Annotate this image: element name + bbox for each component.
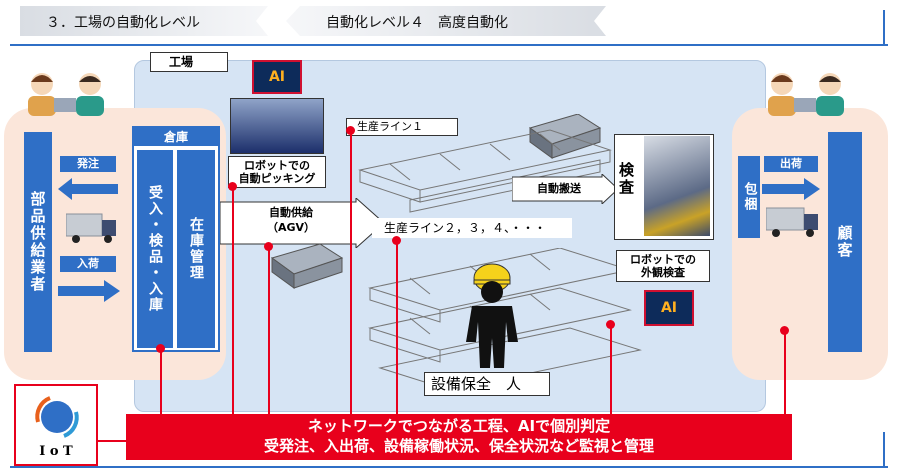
net-node-line1 <box>346 126 355 135</box>
packing-bar: 包梱 <box>738 156 760 238</box>
line2-label: 生産ライン２，３，４、・・・ <box>372 218 572 238</box>
net-node-inspection <box>606 320 615 329</box>
shipping-arrow-icon <box>762 178 820 200</box>
supplier-name: 部品供給業者 <box>28 191 47 293</box>
net-line-picking <box>232 186 234 416</box>
ai-badge-text: AI <box>660 300 678 316</box>
order-label: 発注 <box>60 156 116 172</box>
warehouse-title: 倉庫 <box>134 128 218 146</box>
warehouse-col2: 在庫管理 <box>177 150 215 348</box>
section-title: ３．工場の自動化レベル <box>46 15 200 31</box>
agv-label: 自動供給 （AGV） <box>226 205 356 235</box>
inspection-robot-image <box>644 136 710 236</box>
transfer-arrow-icon <box>512 174 618 204</box>
customer-truck-icon <box>766 207 818 237</box>
production-line-sketch <box>358 129 612 213</box>
header-rule-arrow-icon <box>883 10 885 46</box>
footer-rule-arrow-icon <box>883 432 885 468</box>
ai-badge-text: AI <box>268 69 286 85</box>
customer-worker-icons <box>768 73 844 116</box>
header-section-banner: ３．工場の自動化レベル <box>20 6 268 36</box>
robot-picking-image <box>230 98 324 154</box>
inspection-caption1: ロボットでの <box>630 253 696 266</box>
warehouse-col1-label: 受入・検品・入庫 <box>147 185 163 313</box>
inspection-caption2: 外観検査 <box>641 266 685 279</box>
net-line-line1 <box>350 132 352 416</box>
inspection-caption: ロボットでの 外観検査 <box>616 250 710 282</box>
warehouse-col2-label: 在庫管理 <box>188 217 204 281</box>
net-node-agv <box>264 242 273 251</box>
customer-name-bar: 顧客 <box>828 132 862 352</box>
net-line-warehouse <box>160 348 162 416</box>
header-level-banner: 自動化レベル４ 高度自動化 <box>286 6 606 36</box>
arrival-label: 入荷 <box>60 256 116 272</box>
network-banner-line1: ネットワークでつながる工程、AIで個別判定 <box>307 417 611 435</box>
ai-badge-inspection: AI <box>644 290 694 326</box>
packing-label: 包梱 <box>741 182 757 212</box>
supplier-worker-icons <box>28 73 104 116</box>
net-node-warehouse <box>156 344 165 353</box>
net-line-inspection <box>610 324 612 416</box>
agv-robot-icon <box>270 244 344 289</box>
ai-badge-picking: AI <box>252 60 302 94</box>
iot-globe-icon <box>35 396 79 438</box>
agv-line1: 自動供給 <box>269 206 313 219</box>
factory-label: 工場 <box>150 52 228 72</box>
warehouse-col1: 受入・検品・入庫 <box>137 150 173 348</box>
net-node-picking <box>228 182 237 191</box>
line1-label: 生産ライン１ <box>346 118 458 136</box>
header-rule <box>10 44 888 46</box>
iot-label: I o T <box>39 444 73 459</box>
network-banner: ネットワークでつながる工程、AIで個別判定 受発注、入出荷、設備稼働状況、保全状… <box>126 414 792 460</box>
supplier-name-bar: 部品供給業者 <box>24 132 52 352</box>
customer-name: 顧客 <box>835 225 854 259</box>
net-node-line2 <box>392 236 401 245</box>
net-line-horizontal <box>96 440 126 442</box>
agv-robot-icon <box>528 114 602 159</box>
net-node-customer <box>780 326 789 335</box>
net-line-line2 <box>396 240 398 416</box>
order-arrow-icon <box>58 178 118 200</box>
robot-picking-line2: 自動ピッキング <box>238 172 316 185</box>
iot-box: I o T <box>14 384 98 466</box>
section-banner-shape <box>20 6 268 36</box>
level-banner-shape <box>286 6 606 36</box>
maintenance-worker-icon <box>466 263 518 368</box>
inspection-label: 検査 <box>616 162 636 200</box>
level-title: 自動化レベル４ 高度自動化 <box>326 15 508 31</box>
agv-line2: （AGV） <box>266 221 316 234</box>
net-line-agv <box>268 246 270 416</box>
truck-icon <box>66 213 116 243</box>
inspection-label-text: 検査 <box>617 162 635 196</box>
net-line-customer <box>784 330 786 416</box>
footer-rule <box>10 466 888 468</box>
agv-arrow-icon <box>220 198 384 248</box>
robot-picking-label: ロボットでの 自動ピッキング <box>228 156 326 188</box>
shipping-label: 出荷 <box>764 156 818 172</box>
arrival-arrow-icon <box>58 280 120 302</box>
customer-area <box>732 108 888 380</box>
network-banner-line2: 受発注、入出荷、設備稼働状況、保全状況など監視と管理 <box>263 437 654 455</box>
transfer-label: 自動搬送 <box>537 182 581 195</box>
robot-picking-line1: ロボットでの <box>244 159 310 172</box>
maintenance-label: 設備保全 人 <box>424 372 550 396</box>
